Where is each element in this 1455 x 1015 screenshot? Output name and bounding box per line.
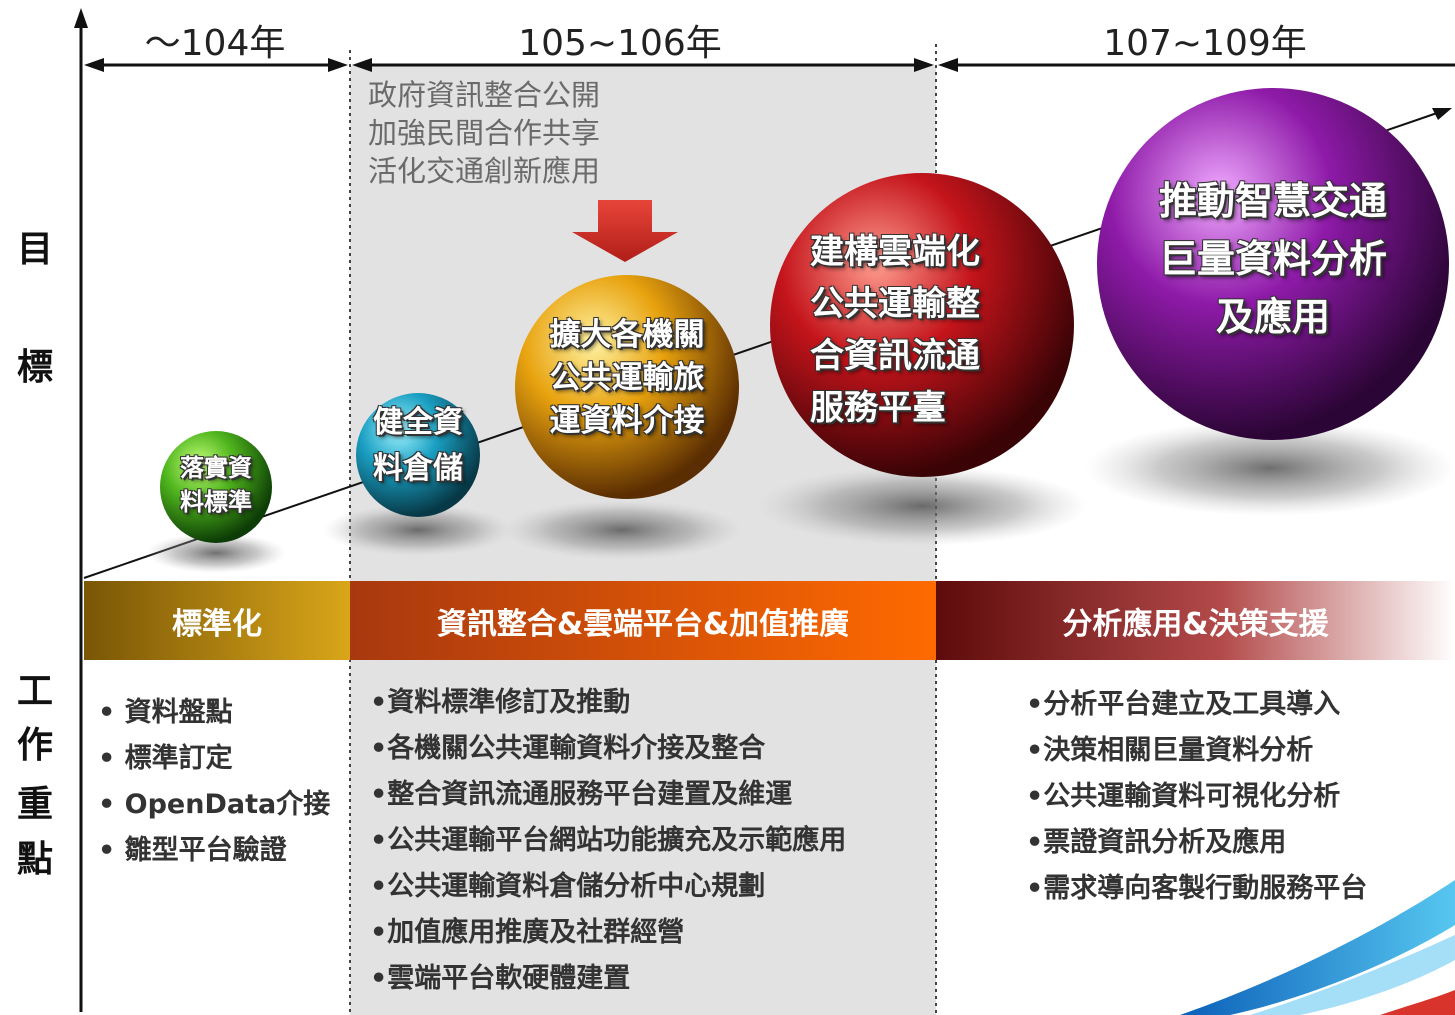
period-label-3: 107~109年 [1103, 23, 1307, 64]
task-item: •公共運輸資料倉儲分析中心規劃 [370, 871, 766, 902]
task-item: •雲端平台軟硬體建置 [370, 963, 631, 994]
task-item: •加值應用推廣及社群經營 [370, 917, 685, 948]
work-label-char-4: 點 [16, 839, 53, 880]
sphere-teal [356, 393, 480, 517]
goal-line: 加強民間合作共享 [368, 116, 601, 150]
sphere-purple [1097, 88, 1449, 440]
period-label-1: ～104年 [144, 23, 286, 64]
task-item: •需求導向客製行動服務平台 [1026, 873, 1368, 904]
down-arrow-icon [572, 200, 678, 262]
sphere-shadow [323, 504, 513, 556]
sphere-shadow [502, 500, 742, 560]
phase-title-3: 分析應用&決策支援 [1062, 606, 1329, 642]
goal-label-char-2: 標 [16, 347, 53, 388]
task-list-phase1: • 資料盤點 • 標準訂定 • OpenData介接 • 雛型平台驗證 [98, 690, 330, 874]
goal-description: 政府資訊整合公開 加強民間合作共享 活化交通創新應用 [368, 76, 600, 190]
goal-line: 活化交通創新應用 [368, 154, 601, 188]
work-label-char-2: 作 [16, 725, 53, 766]
decorative-swoosh [1180, 880, 1455, 1015]
sphere-green [160, 431, 272, 543]
task-item: •公共運輸平台網站功能擴充及示範應用 [370, 825, 847, 856]
task-item: •票證資訊分析及應用 [1026, 827, 1287, 858]
axis-arrowhead [74, 8, 88, 28]
sphere-label-green: 落實資 料標準 [180, 454, 252, 516]
sphere-label-purple: 推動智慧交通 巨量資料分析 及應用 [1158, 179, 1387, 339]
task-item: • OpenData介接 [98, 789, 331, 820]
task-item: •資料標準修訂及推動 [370, 687, 631, 718]
phase-title-2: 資訊整合&雲端平台&加值推廣 [436, 606, 850, 642]
sphere-shadow [757, 466, 1087, 546]
goal-line: 政府資訊整合公開 [368, 78, 601, 112]
task-item: • 資料盤點 [98, 697, 233, 728]
sphere-shadow [1085, 420, 1455, 516]
work-label-char-3: 重 [16, 784, 53, 825]
sphere-shadow [146, 533, 286, 573]
sphere-label-gold: 擴大各機關 公共運輸旅 運資料介接 [549, 317, 705, 439]
task-item: • 雛型平台驗證 [98, 835, 287, 866]
task-item: •公共運輸資料可視化分析 [1026, 781, 1341, 812]
sphere-gold [515, 275, 739, 499]
phase-band-bg-2 [350, 581, 936, 660]
goal-label-char-1: 目 [16, 229, 53, 270]
sphere-label-teal: 健全資 料倉儲 [373, 405, 463, 486]
task-item: •各機關公共運輸資料介接及整合 [370, 733, 766, 764]
task-item: •決策相關巨量資料分析 [1026, 735, 1314, 766]
task-item: • 標準訂定 [98, 743, 233, 774]
task-item: •分析平台建立及工具導入 [1026, 689, 1341, 720]
phase-band-bg-3 [936, 581, 1455, 660]
task-list-phase2: •資料標準修訂及推動 •各機關公共運輸資料介接及整合 •整合資訊流通服務平台建置… [370, 680, 846, 1002]
period-label-2: 105~106年 [518, 23, 722, 64]
task-item: •整合資訊流通服務平台建置及維運 [370, 779, 793, 810]
sphere-label-red: 建構雲端化 公共運輸整 合資訊流通 服務平臺 [810, 232, 980, 428]
phase-band-bg-1 [84, 581, 350, 660]
task-list-phase3: •分析平台建立及工具導入 •決策相關巨量資料分析 •公共運輸資料可視化分析 •票… [1026, 682, 1367, 912]
phase-title-1: 標準化 [172, 606, 262, 642]
work-label-char-1: 工 [16, 671, 53, 712]
sphere-red [770, 173, 1074, 477]
